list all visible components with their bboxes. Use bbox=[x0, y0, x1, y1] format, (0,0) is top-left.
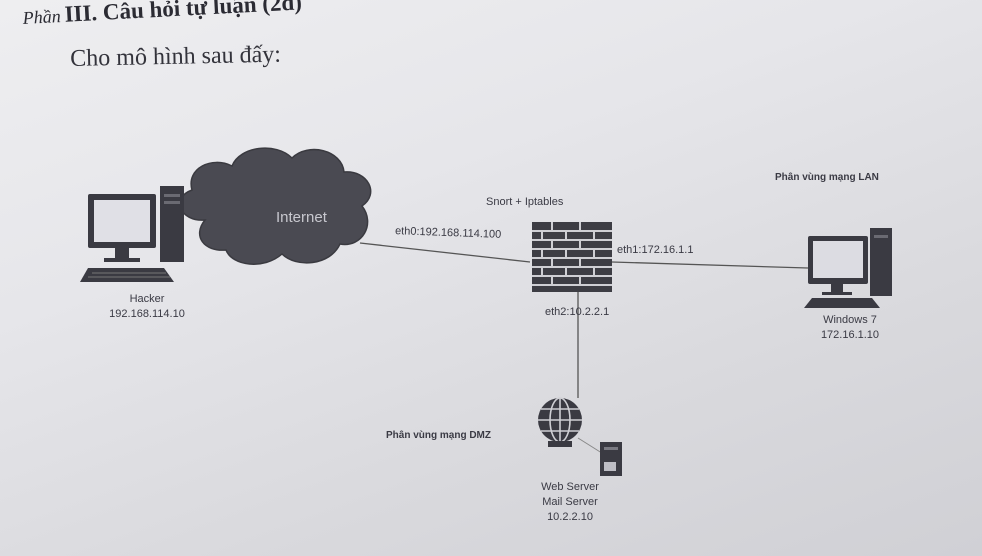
eth1-label: eth1:172.16.1.1 bbox=[617, 244, 694, 256]
lan-zone-label: Phân vùng mạng LAN bbox=[775, 172, 879, 183]
dmz-zone-label: Phân vùng mạng DMZ bbox=[386, 430, 491, 441]
windows-name: Windows 7 bbox=[823, 314, 877, 326]
internet-label: Internet bbox=[276, 209, 328, 226]
windows-ip: 172.16.1.10 bbox=[820, 329, 880, 341]
dmz-globe-icon bbox=[538, 397, 582, 447]
link-internet-firewall bbox=[359, 242, 531, 263]
eth2-label: eth2:10.2.2.1 bbox=[545, 306, 610, 318]
link-firewall-lan bbox=[611, 261, 809, 269]
firewall-label: Snort + Iptables bbox=[486, 196, 564, 208]
firewall-icon bbox=[532, 222, 612, 292]
server-line2: Mail Server bbox=[542, 496, 598, 508]
hacker-name: Hacker bbox=[129, 293, 165, 305]
windows-computer-icon bbox=[804, 228, 892, 308]
hacker-computer-icon bbox=[80, 186, 184, 282]
internet-cloud-icon bbox=[179, 147, 372, 265]
hacker-ip: 192.168.114.10 bbox=[109, 308, 185, 320]
server-line1: Web Server bbox=[541, 481, 599, 493]
server-tower-icon bbox=[600, 442, 622, 476]
hacker-caption: Hacker 192.168.114.10 bbox=[72, 292, 222, 322]
server-ip: 10.2.2.10 bbox=[547, 511, 593, 523]
server-caption: Web Server Mail Server 10.2.2.10 bbox=[520, 480, 620, 525]
windows-caption: Windows 7 172.16.1.10 bbox=[795, 313, 905, 343]
